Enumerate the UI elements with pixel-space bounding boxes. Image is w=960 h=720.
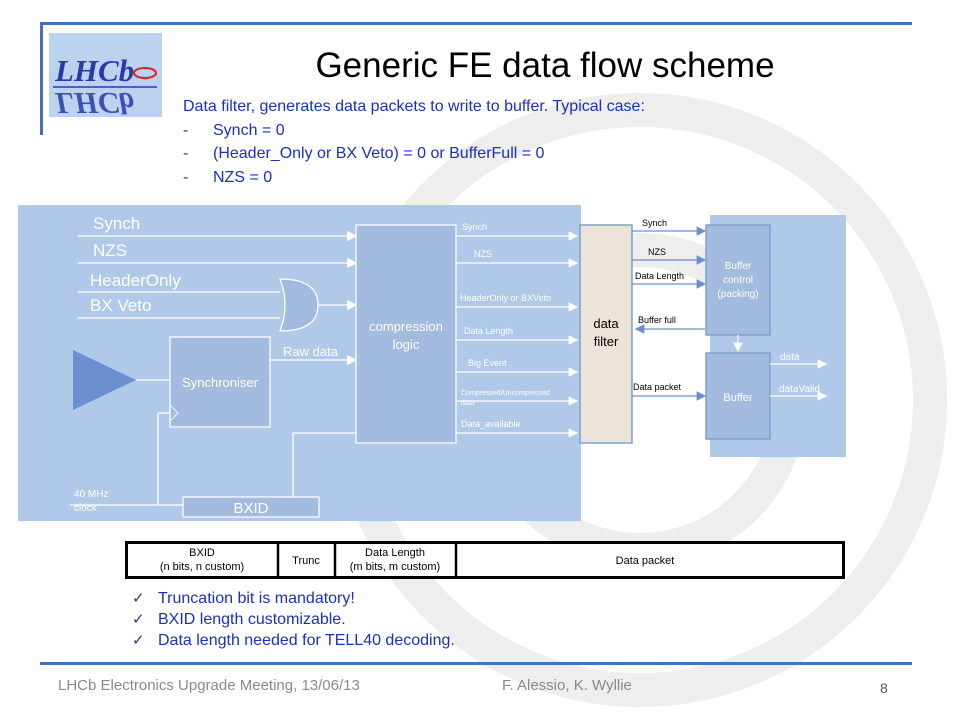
compression-label: logic [393, 337, 420, 352]
checklist-item: ✓BXID length customizable. [132, 611, 346, 628]
check-icon: ✓ [132, 632, 145, 649]
buffer-block [705, 352, 771, 440]
out-synch-label: Synch [462, 222, 487, 232]
packet-datalength-cell: Data Length [365, 547, 425, 559]
out-nzs-label: NZS [474, 249, 492, 259]
intro-bullet: -NZS = 0 [183, 168, 273, 186]
bxid-block [182, 496, 320, 518]
out-compressed-label: Compressed/Uncompressed [461, 390, 550, 397]
intro-line: Data filter, generates data packets to w… [183, 98, 645, 115]
data-flow-diagram: Synch NZS HeaderOnly BX Veto Synchronise… [18, 205, 846, 521]
filter-synch-label: Synch [642, 218, 667, 228]
out-compressed-label: data [461, 400, 475, 407]
compression-label: compression [369, 319, 443, 334]
out-dataavailable-label: Data_available [461, 419, 521, 429]
data-filter-label: filter [594, 334, 619, 349]
frontend-panel [18, 205, 581, 521]
left-rule [40, 22, 43, 135]
buffer-data-label: data [780, 352, 800, 363]
out-bigevent-label: Big Event [468, 358, 507, 368]
filter-bufferfull-label: Buffer full [638, 315, 676, 325]
buffer-control-block [705, 224, 771, 336]
compression-logic-block [355, 224, 457, 444]
synchroniser-label: Synchroniser [182, 375, 259, 390]
buffer-label: Buffer [723, 392, 752, 404]
footer-authors: F. Alessio, K. Wyllie [502, 677, 632, 694]
input-nzs-label: NZS [93, 241, 127, 260]
raw-data-label: Raw data [283, 344, 339, 359]
clock-label: clock [74, 503, 98, 514]
intro-bullet: -(Header_Only or BX Veto) = 0 or BufferF… [183, 145, 545, 162]
input-synch-label: Synch [93, 214, 140, 233]
packet-datalength-cell: (m bits, m custom) [350, 561, 440, 573]
out-datalength-label: Data Length [464, 326, 513, 336]
buffer-datavalid-label: dataValid [779, 384, 820, 395]
input-bxveto-label: BX Veto [90, 296, 151, 315]
packet-datapacket-cell: Data packet [616, 555, 675, 567]
buffer-control-label: (packing) [717, 289, 758, 300]
checklist-item: ✓Data length needed for TELL40 decoding. [132, 632, 455, 649]
footer-meeting: LHCb Electronics Upgrade Meeting, 13/06/… [58, 677, 360, 694]
check-icon: ✓ [132, 590, 145, 607]
bxid-label: BXID [233, 500, 268, 517]
page-number: 8 [880, 680, 888, 696]
checklist: ✓Truncation bit is mandatory! ✓BXID leng… [132, 588, 732, 651]
intro-text: Data filter, generates data packets to w… [183, 95, 803, 189]
packet-bxid-cell: BXID [189, 547, 215, 559]
checklist-item: ✓Truncation bit is mandatory! [132, 590, 355, 607]
check-icon: ✓ [132, 611, 145, 628]
page-title: Generic FE data flow scheme [315, 46, 775, 85]
intro-bullet: -Synch = 0 [183, 121, 285, 139]
filter-datalength-label: Data Length [635, 271, 684, 281]
filter-datapacket-label: Data packet [633, 382, 682, 392]
packet-trunc-cell: Trunc [292, 555, 320, 567]
lhcb-logo: LHCb LHCb [49, 33, 162, 121]
clock-label: 40 MHz [74, 489, 108, 500]
top-rule [40, 22, 912, 25]
filter-nzs-label: NZS [648, 247, 666, 257]
out-headeronly-label: HeaderOnly or BXVeto [460, 293, 551, 303]
packet-bxid-cell: (n bits, n custom) [160, 561, 244, 573]
amplifier-triangle [73, 350, 136, 410]
svg-text:LHCb: LHCb [54, 86, 134, 117]
packet-format-table: BXID (n bits, n custom) Trunc Data Lengt… [125, 541, 845, 579]
svg-text:LHCb: LHCb [54, 53, 134, 88]
synchroniser-block [169, 336, 271, 428]
data-filter-label: data [593, 316, 619, 331]
input-headeronly-label: HeaderOnly [90, 271, 181, 290]
buffer-control-label: Buffer [725, 261, 752, 272]
buffer-control-label: control [723, 275, 753, 286]
bottom-rule [40, 662, 912, 665]
data-filter-block [579, 224, 633, 444]
